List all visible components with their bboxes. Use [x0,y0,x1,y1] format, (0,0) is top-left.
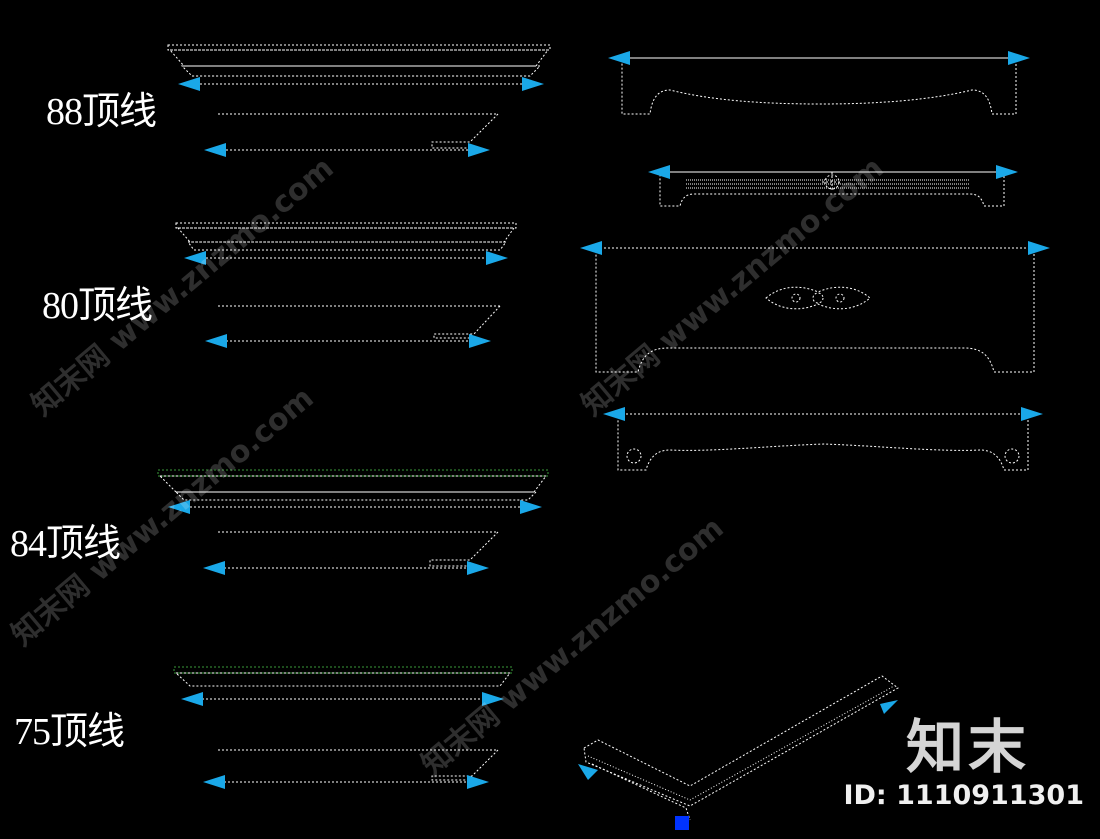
label-75: 75顶线 [14,711,125,753]
profile-88 [167,44,551,149]
dimension-panel-3 [580,241,1050,255]
label-84: 84顶线 [10,523,121,565]
dimension-panel-2 [648,165,1018,179]
dimension-84-bottom [203,561,489,575]
profile-84 [157,469,549,567]
dimension-88-top [178,77,544,91]
dimension-88-bottom [204,143,490,157]
panel-4 [617,413,1029,471]
label-88: 88顶线 [46,91,157,133]
profile-75 [173,666,513,781]
dimension-panel-4 [603,407,1043,421]
dimension-75-bottom [203,775,489,789]
base-point-marker [675,816,689,830]
brand-watermark: 知末 [905,713,1030,781]
dimension-84-top [168,500,542,514]
profile-80 [175,222,517,339]
dimension-75-top [181,692,504,706]
dimension-panel-1 [608,51,1030,65]
panel-1 [621,57,1017,115]
dimension-80-top [184,251,508,265]
dimension-80-bottom [205,334,491,348]
label-80: 80顶线 [42,285,153,327]
corner-arrows [578,700,898,780]
panel-2 [659,171,1005,207]
panel-3 [595,247,1035,373]
id-watermark: ID: 1110911301 [843,780,1084,811]
